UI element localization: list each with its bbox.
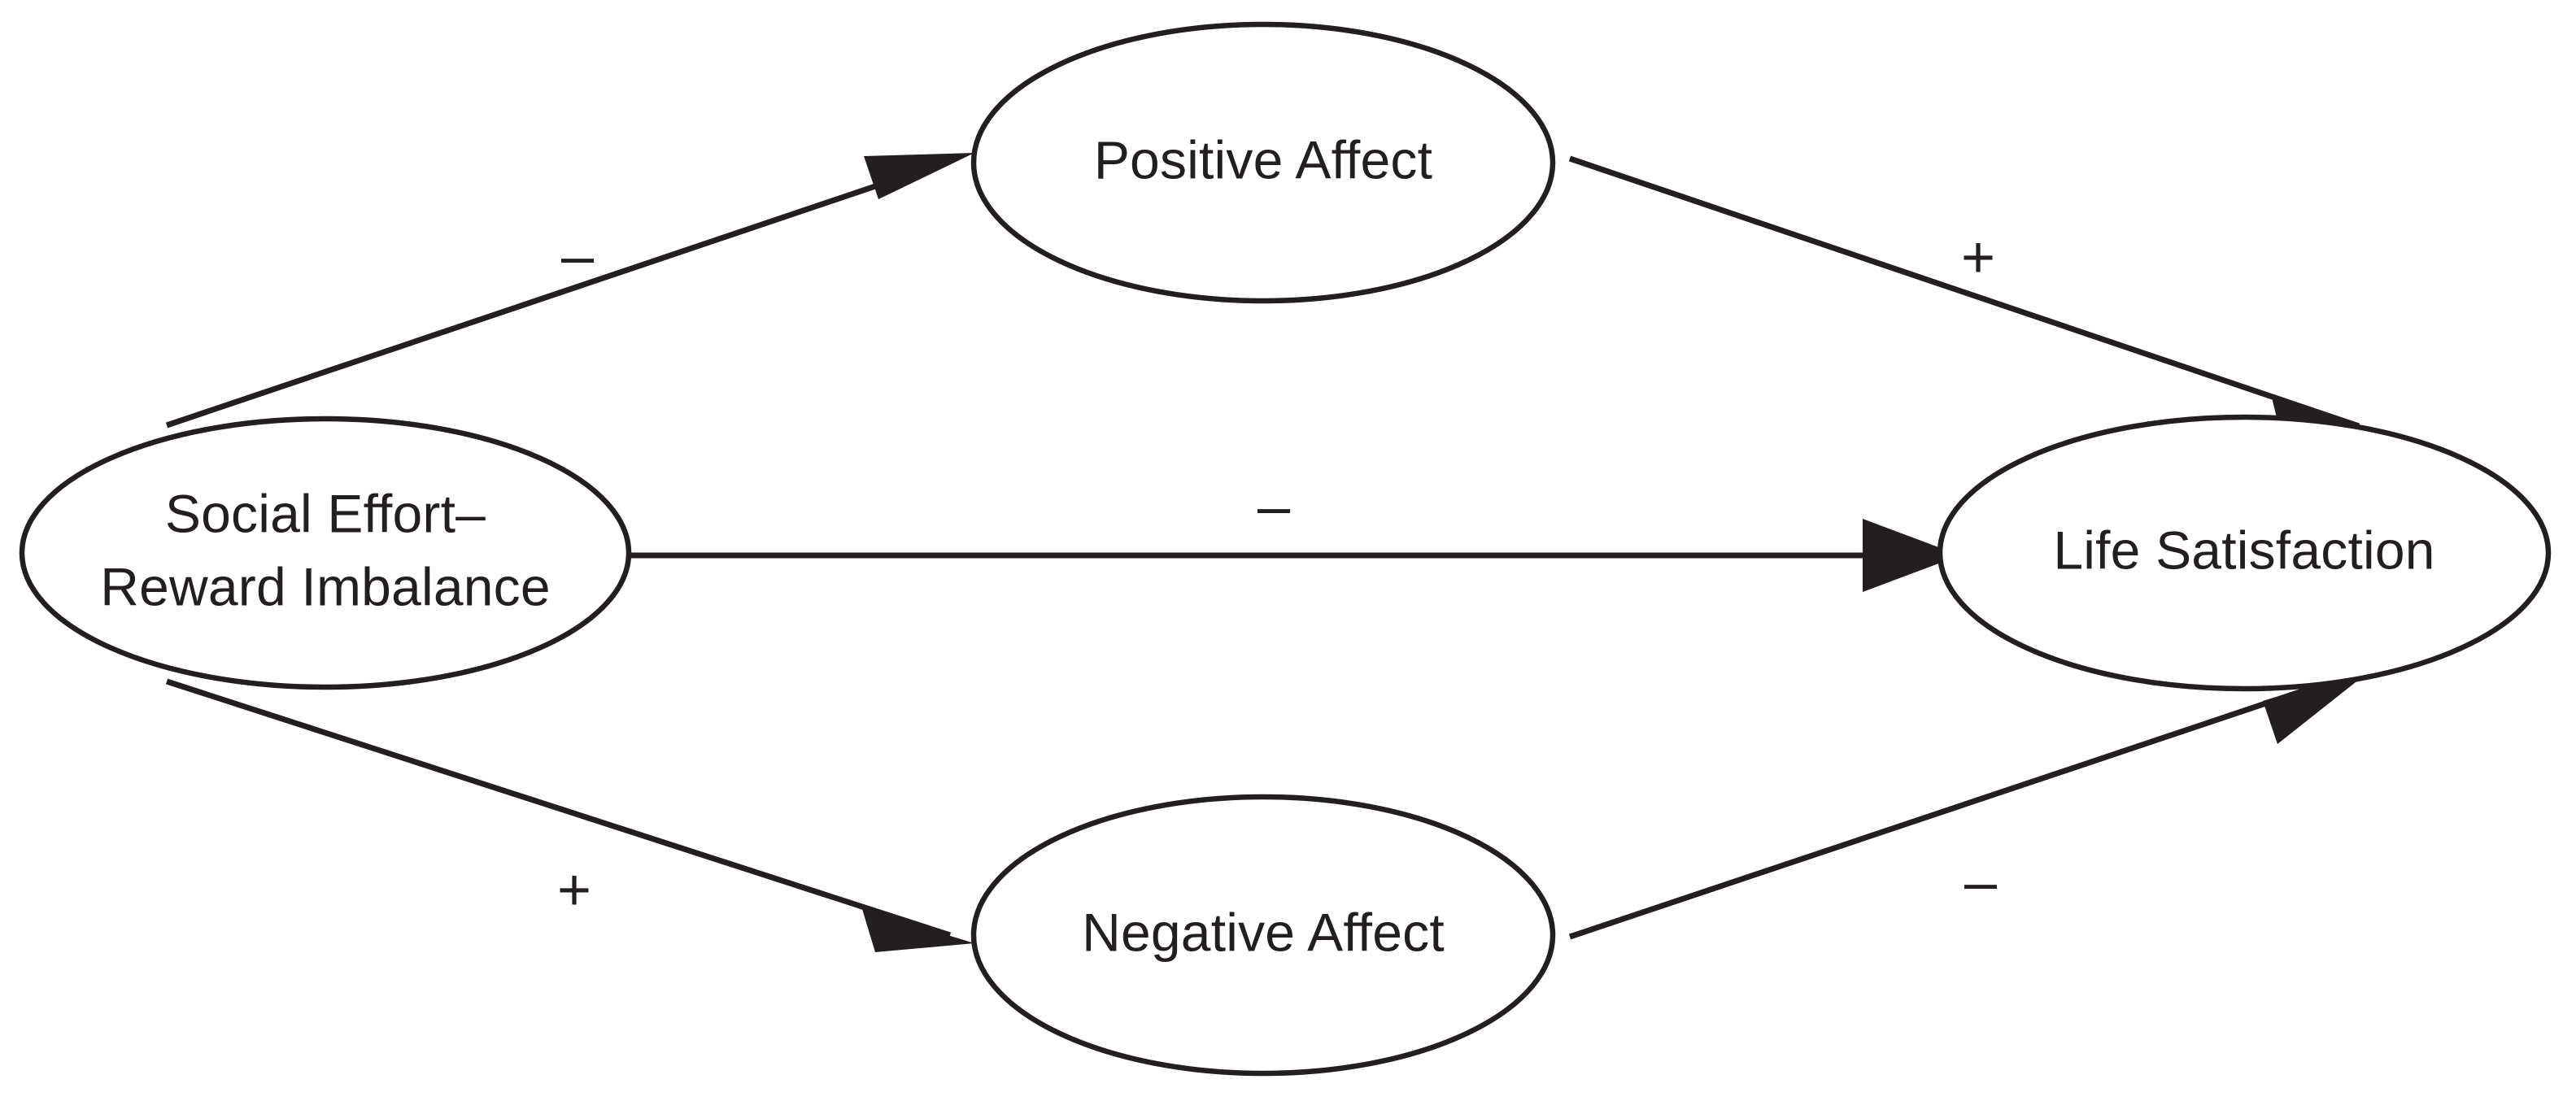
node-label-seri-line1: Social Effort– bbox=[165, 483, 486, 543]
node-label-seri-line2: Reward Imbalance bbox=[100, 556, 550, 616]
path-seri-to-negative bbox=[165, 678, 974, 952]
arrowhead-seri-to-negative bbox=[862, 909, 974, 952]
node-label-negative-affect: Negative Affect bbox=[1082, 902, 1445, 962]
path-line-positive-to-life bbox=[1568, 155, 2360, 429]
node-positive-affect[interactable]: Positive Affect bbox=[970, 21, 1556, 304]
node-ellipse-negative-affect[interactable] bbox=[970, 794, 1556, 1077]
path-line-negative-to-life bbox=[1568, 672, 2352, 940]
node-social-effort-reward-imbalance[interactable]: Social Effort– Reward Imbalance bbox=[19, 416, 632, 690]
arrowhead-seri-to-life-direct bbox=[1863, 519, 1960, 592]
node-negative-affect[interactable]: Negative Affect bbox=[970, 794, 1556, 1077]
path-sign-seri-to-negative: + bbox=[557, 858, 591, 923]
arrowhead-seri-to-positive bbox=[864, 153, 974, 199]
path-positive-to-life bbox=[1568, 155, 2383, 441]
path-line-seri-to-negative bbox=[165, 678, 952, 938]
node-life-satisfaction[interactable]: Life Satisfaction bbox=[1937, 414, 2552, 692]
node-label-life-satisfaction: Life Satisfaction bbox=[2053, 520, 2434, 580]
path-seri-to-positive bbox=[165, 153, 974, 429]
path-sign-positive-to-life: + bbox=[1961, 225, 1995, 290]
path-negative-to-life bbox=[1568, 667, 2375, 940]
path-seri-to-life-direct bbox=[626, 519, 1960, 592]
arrowhead-negative-to-life bbox=[2263, 667, 2375, 744]
node-label-positive-affect: Positive Affect bbox=[1094, 129, 1432, 189]
path-sign-negative-to-life: – bbox=[1964, 850, 1998, 915]
path-sign-seri-to-life-direct: – bbox=[1257, 474, 1291, 539]
node-ellipse-life-satisfaction[interactable] bbox=[1937, 414, 2552, 692]
node-ellipse-seri[interactable] bbox=[19, 416, 632, 690]
path-line-seri-to-positive bbox=[165, 158, 952, 429]
path-sign-seri-to-positive: – bbox=[561, 224, 595, 289]
node-ellipse-positive-affect[interactable] bbox=[970, 21, 1556, 304]
